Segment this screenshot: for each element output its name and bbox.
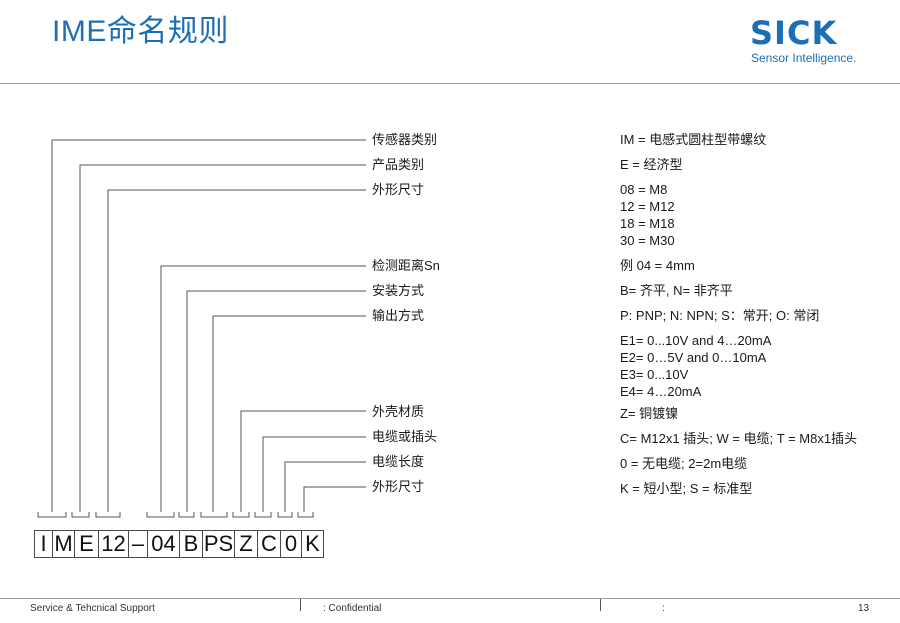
value-housing-material: Z= 铜镀镍 [620, 406, 679, 421]
label-product-type: 产品类别 [372, 157, 425, 172]
label-cable-or-connector: 电缆或插头 [372, 429, 438, 444]
label-sensor-type: 传感器类别 [372, 132, 438, 147]
connector-5 [186, 290, 366, 512]
bracket-shape [297, 512, 314, 518]
connector-2 [79, 164, 366, 512]
logo-tagline: Sensor Intelligence. [751, 51, 857, 65]
code-box: I [34, 530, 52, 558]
code-box: E [74, 530, 98, 558]
value-sensing-distance: 例 04 = 4mm [620, 258, 695, 273]
connector-8 [262, 436, 366, 512]
footer-separator [300, 599, 301, 611]
code-box: Z [234, 530, 257, 558]
page-title: IME命名规则 [52, 15, 229, 48]
label-size: 外形尺寸 [372, 182, 425, 197]
page-number: 13 [858, 603, 870, 614]
bracket-output [200, 512, 228, 518]
value-cable-length: 0 = 无电缆; 2=2m电缆 [620, 456, 748, 471]
value-size-m18: 18 = M18 [620, 216, 675, 231]
value-cable-or-connector: C= M12x1 插头; W = 电缆; T = M8x1插头 [620, 431, 858, 446]
value-output-e2: E2= 0…5V and 0…10mA [620, 350, 767, 365]
sick-logo: SICK Sensor Intelligence. [742, 10, 882, 70]
code-box: PS [202, 530, 234, 558]
value-product-type: E = 经济型 [620, 157, 683, 172]
value-output-e4: E4= 4…20mA [620, 384, 702, 399]
bracket-size [95, 512, 121, 518]
bracket-e [71, 512, 90, 518]
code-box: – [128, 530, 147, 558]
code-box: C [257, 530, 280, 558]
value-size-m12: 12 = M12 [620, 199, 675, 214]
footer-divider [0, 598, 900, 599]
footer-left: Service & Tehcnical Support [30, 603, 155, 614]
connector-4 [160, 265, 366, 512]
label-mounting: 安装方式 [372, 283, 425, 298]
value-output-e1: E1= 0...10V and 4…20mA [620, 333, 772, 348]
type-code: I M E 12 – 04 B PS Z C 0 K [34, 530, 324, 558]
code-box: 0 [280, 530, 301, 558]
footer-separator [600, 599, 601, 611]
bracket-mount [178, 512, 195, 518]
label-output: 输出方式 [372, 308, 425, 323]
logo-wordmark: SICK [750, 14, 838, 52]
bracket-housing [232, 512, 250, 518]
value-size-m30: 30 = M30 [620, 233, 675, 248]
label-housing-material: 外壳材质 [372, 404, 425, 419]
value-housing-shape: K = 短小型; S = 标准型 [620, 481, 753, 496]
connector-3 [107, 189, 366, 512]
value-sensor-type: IM = 电感式圆柱型带螺纹 [620, 132, 767, 147]
label-housing-shape: 外形尺寸 [372, 479, 425, 494]
value-output: P: PNP; N: NPN; S：常开; O: 常闭 [620, 308, 820, 323]
connector-10 [303, 486, 366, 512]
bracket-im [37, 512, 67, 518]
connector-9 [284, 461, 366, 512]
footer-right-separator: : [662, 603, 665, 614]
bracket-sn [146, 512, 175, 518]
value-size-m8: 08 = M8 [620, 182, 668, 197]
bracket-connector [254, 512, 272, 518]
label-cable-length: 电缆长度 [372, 454, 425, 469]
code-box: 04 [147, 530, 179, 558]
value-mounting: B= 齐平, N= 非齐平 [620, 283, 733, 298]
connector-6 [212, 315, 366, 512]
connector-7 [240, 410, 366, 512]
code-box: B [179, 530, 202, 558]
footer-confidential: : Confidential [323, 603, 382, 614]
label-sensing-distance: 检测距离Sn [372, 258, 440, 273]
code-box: K [301, 530, 324, 558]
bracket-cable [277, 512, 293, 518]
code-box: M [52, 530, 74, 558]
connector-1 [51, 139, 366, 512]
code-box: 12 [98, 530, 128, 558]
value-output-e3: E3= 0...10V [620, 367, 689, 382]
header-divider [0, 83, 900, 84]
